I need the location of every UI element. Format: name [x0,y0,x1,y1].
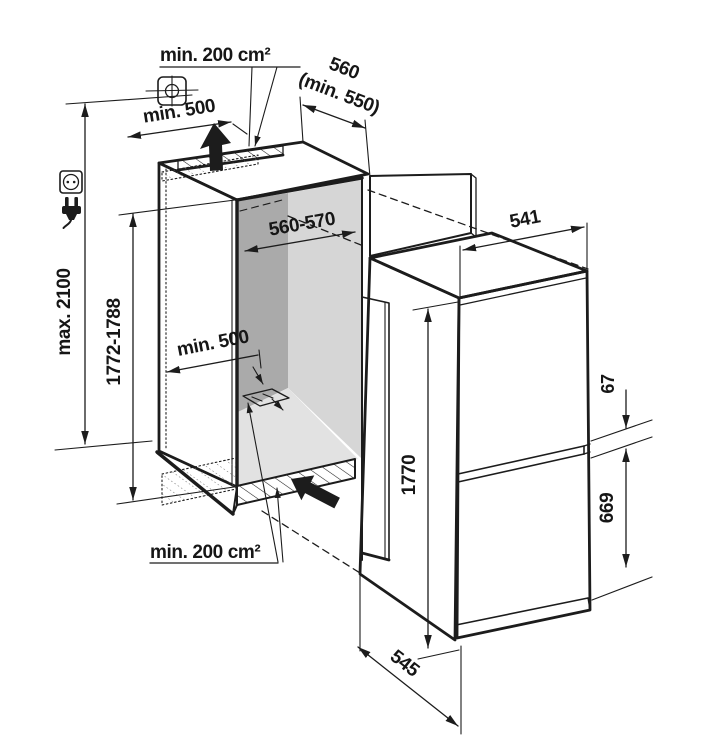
label-niche-height: 1772-1788 [104,298,125,385]
appliance-top-face [368,231,589,300]
bottom-vent-hidden-channel [161,457,237,506]
crosshair-square-icon [157,76,187,106]
niche-floor [237,388,358,486]
label-appliance-depth: 545 [386,646,424,682]
dim-lower-door-height: 669 [591,448,653,601]
label-appliance-width: 541 [508,206,543,233]
door-gap [457,443,591,483]
appliance-left-side [358,256,461,642]
dim-niche-height: 1772-1788 [104,199,236,505]
appliance-base [455,597,591,639]
airflow-inward-arrow-icon [291,475,340,509]
dim-appliance-height: 1770 [399,301,460,660]
plug-icon [62,197,81,229]
bottom-vent-label: min. 200 cm² [149,402,284,564]
label-lower-door-height: 669 [597,493,618,524]
power-connection [59,170,83,229]
label-hinge-gap: 67 [598,374,618,394]
cabinet-left-face [157,161,239,489]
appliance [358,231,592,642]
label-top-clearance: min. 500 [142,95,217,127]
upper-panel-alignment-dashed-line [367,189,589,270]
lower-panel-alignment-dashed-line [261,510,361,574]
floor-air-duct [242,388,290,407]
label-top-vent-area: min. 200 cm² [160,45,270,66]
dim-max-ceiling-height: max. 2100 [54,94,193,451]
upper-furniture-panel [369,173,472,257]
appliance-front [455,269,592,640]
ceiling-fixpoint [145,75,199,107]
dim-top-clearance: min. 500 [127,95,248,139]
top-vent-label: min. 200 cm² [159,45,301,147]
furniture-panels [360,173,477,562]
socket-icon [59,170,83,194]
vent-labels: min. 200 cm² min. 200 cm² [149,45,301,564]
label-appliance-height: 1770 [399,455,420,496]
label-max-ceiling-height: max. 2100 [54,268,75,355]
label-bottom-vent-area: min. 200 cm² [150,542,260,563]
dim-hinge-gap: 67 [590,374,653,459]
dim-appliance-depth: 545 [357,563,462,735]
